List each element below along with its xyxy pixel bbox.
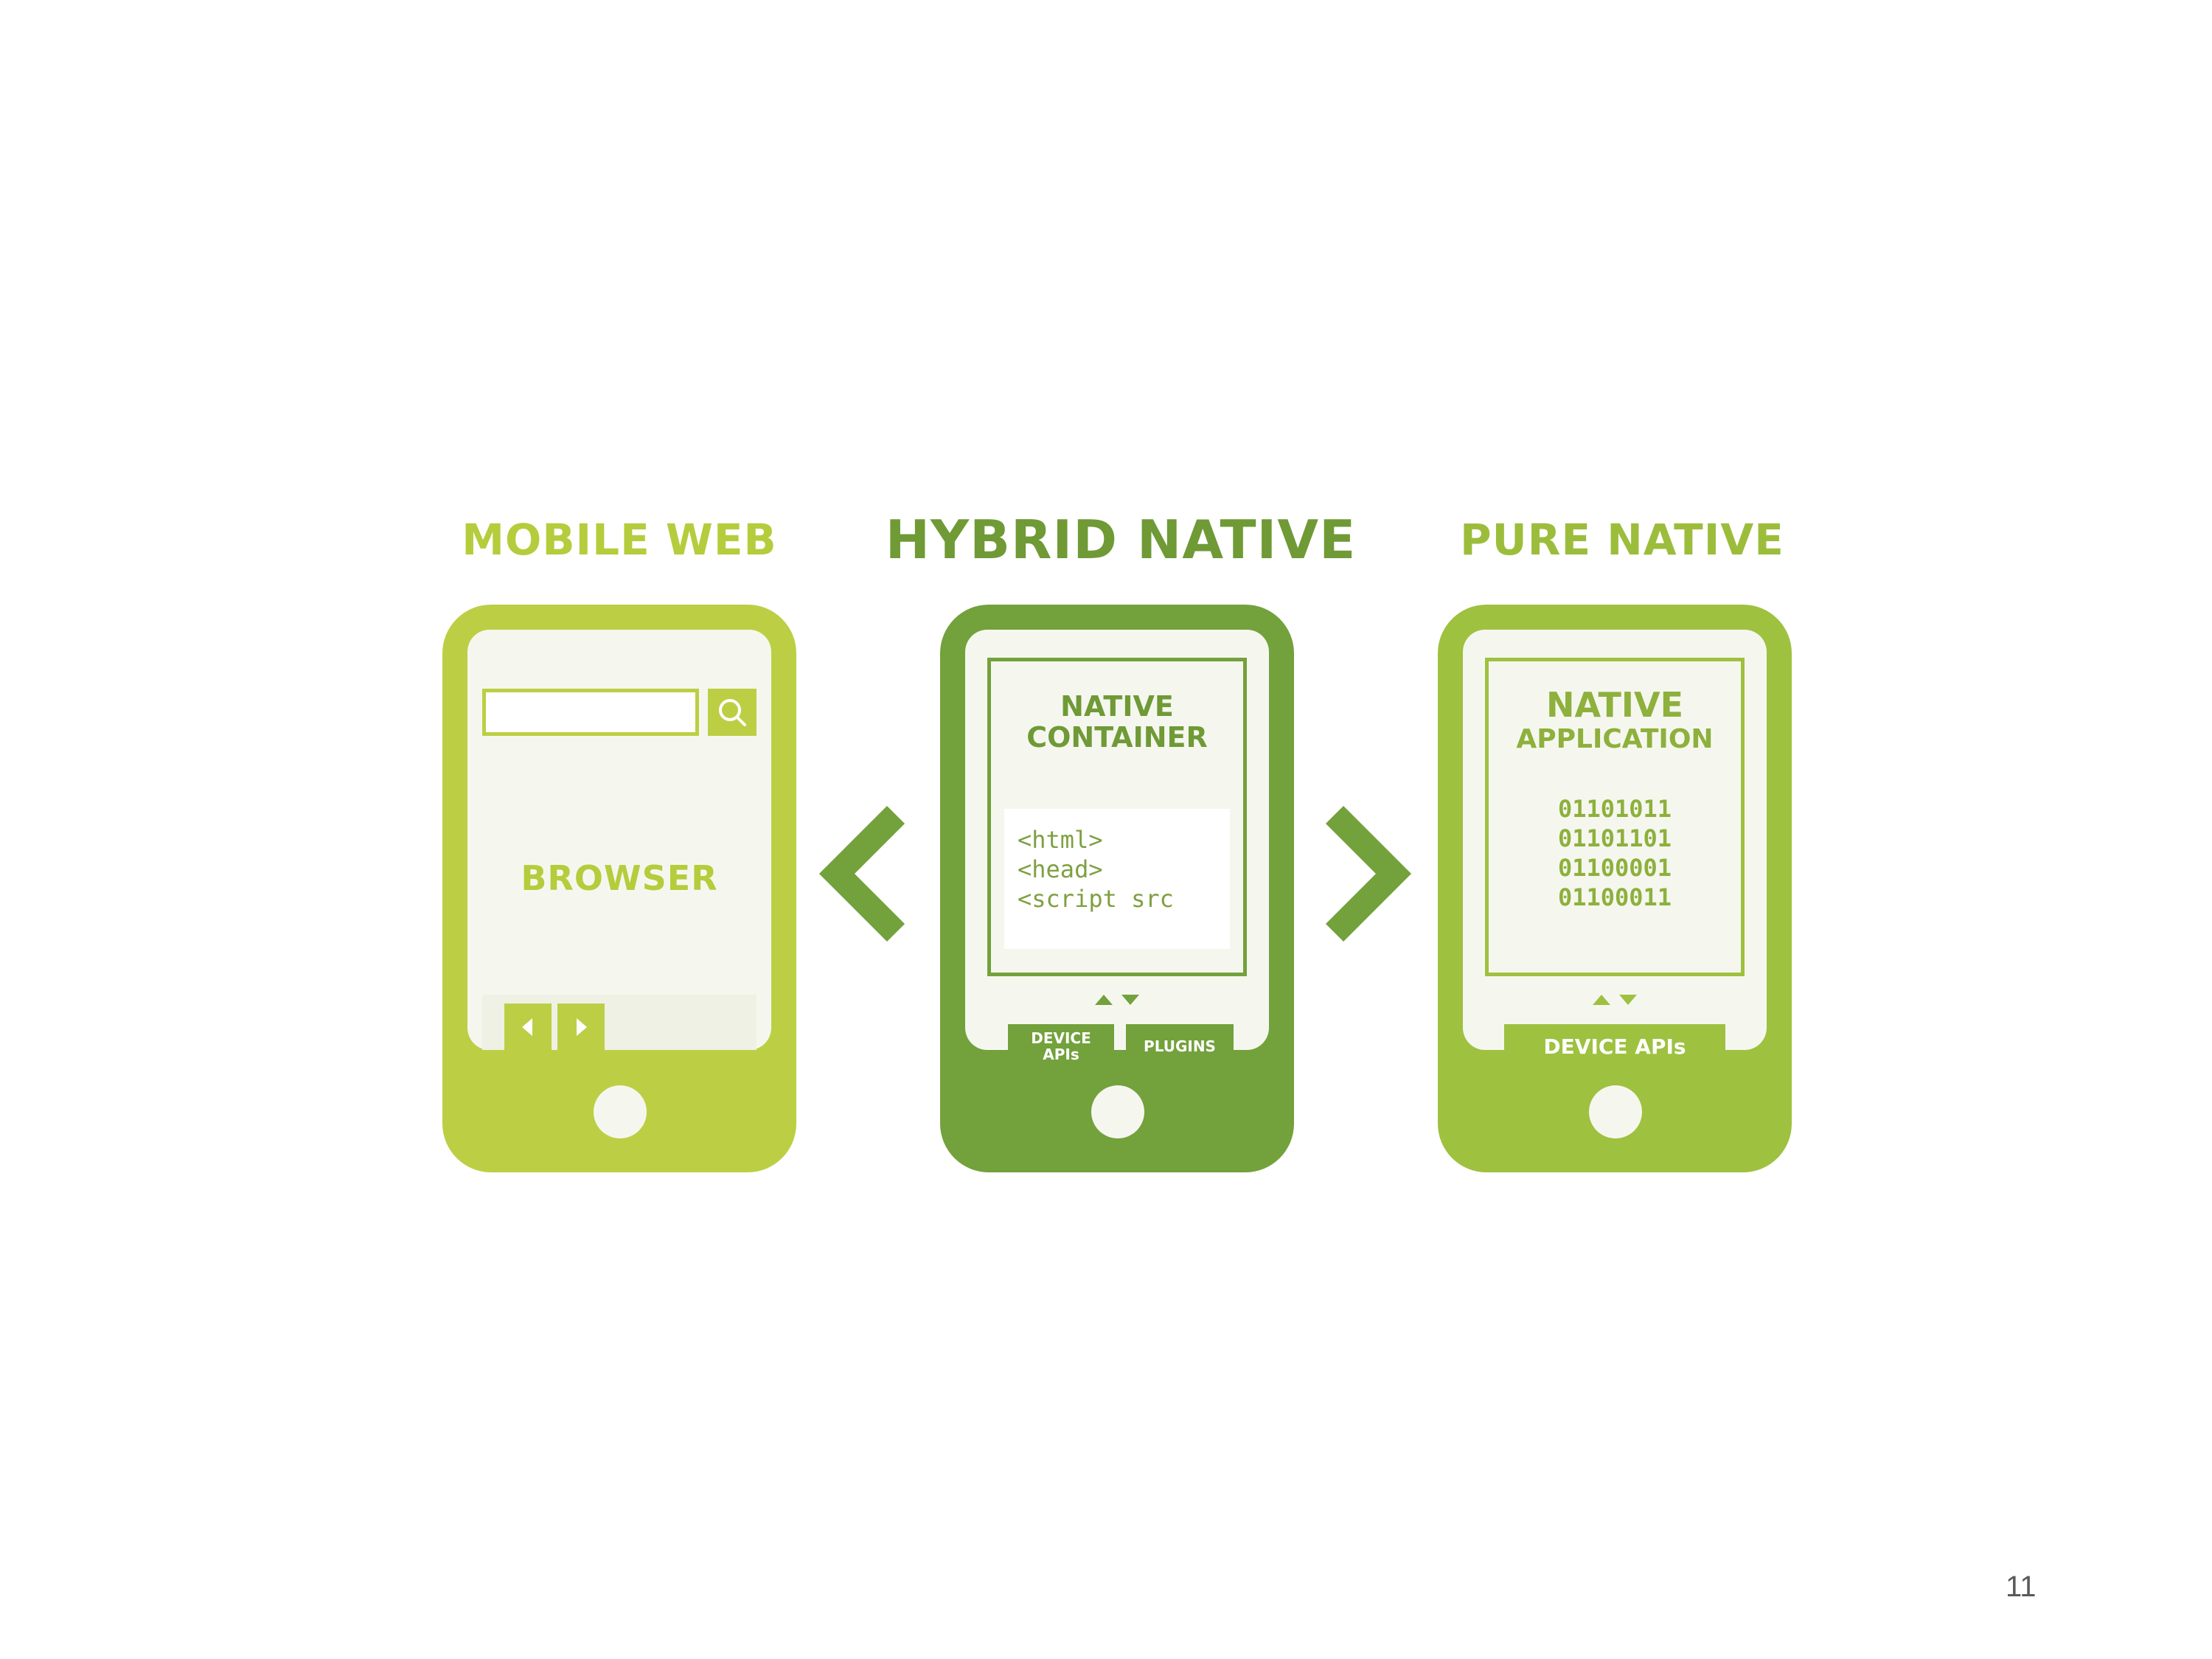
native-container-frame: NATIVE CONTAINER <html> <head> <script s… xyxy=(987,658,1247,976)
app-title-line1: NATIVE xyxy=(1545,685,1684,725)
code-box: <html> <head> <script src xyxy=(1004,809,1230,949)
back-button xyxy=(504,1004,552,1051)
phone-screen: NATIVE APPLICATION 01101011 01101101 011… xyxy=(1463,630,1767,1068)
app-title-line2: APPLICATION xyxy=(1516,724,1714,754)
heading-pure-native: PURE NATIVE xyxy=(1460,515,1784,565)
container-title-line1: NATIVE xyxy=(1060,690,1174,723)
code-line: <head> xyxy=(1018,855,1103,883)
device-apis-box: DEVICE APIs xyxy=(1008,1024,1114,1068)
code-line: <html> xyxy=(1018,826,1103,854)
chevron-left-icon xyxy=(818,805,905,942)
phone-hybrid-native: NATIVE CONTAINER <html> <head> <script s… xyxy=(940,605,1294,1172)
native-application-frame: NATIVE APPLICATION 01101011 01101101 011… xyxy=(1485,658,1745,976)
phone-pure-native: NATIVE APPLICATION 01101011 01101101 011… xyxy=(1438,605,1792,1172)
code-line: <script src xyxy=(1018,885,1174,913)
home-button xyxy=(594,1085,647,1138)
phone-mobile-web: BROWSER xyxy=(442,605,796,1172)
binary-line: 01100001 xyxy=(1557,854,1672,882)
page-number: 11 xyxy=(2006,1571,2037,1603)
up-down-arrows-icon xyxy=(965,987,1269,1014)
home-button xyxy=(1091,1085,1144,1138)
heading-hybrid-native: HYBRID NATIVE xyxy=(885,509,1357,571)
browser-nav-bar xyxy=(482,995,757,1051)
device-apis-box: DEVICE APIs xyxy=(1504,1024,1725,1068)
binary-block: 01101011 01101101 01100001 01100011 xyxy=(1489,794,1741,912)
browser-label: BROWSER xyxy=(521,858,718,898)
triangle-left-icon xyxy=(522,1018,532,1036)
phone-screen: NATIVE CONTAINER <html> <head> <script s… xyxy=(965,630,1269,1068)
binary-line: 01100011 xyxy=(1557,883,1672,911)
home-button xyxy=(1589,1085,1642,1138)
phone-screen: BROWSER xyxy=(467,630,771,1051)
chevron-right-icon xyxy=(1325,805,1412,942)
forward-button xyxy=(557,1004,605,1051)
plugins-box: PLUGINS xyxy=(1126,1024,1234,1068)
device-apis-line2: APIs xyxy=(1043,1046,1079,1063)
binary-line: 01101101 xyxy=(1557,824,1672,852)
container-title-line2: CONTAINER xyxy=(1026,721,1208,754)
url-bar xyxy=(482,689,699,736)
search-icon xyxy=(719,699,746,726)
up-down-arrows-icon xyxy=(1463,987,1767,1014)
binary-line: 01101011 xyxy=(1557,795,1672,823)
triangle-right-icon xyxy=(577,1018,587,1036)
device-apis-line1: DEVICE xyxy=(1031,1029,1091,1047)
heading-mobile-web: MOBILE WEB xyxy=(462,515,777,565)
search-button xyxy=(708,689,757,736)
